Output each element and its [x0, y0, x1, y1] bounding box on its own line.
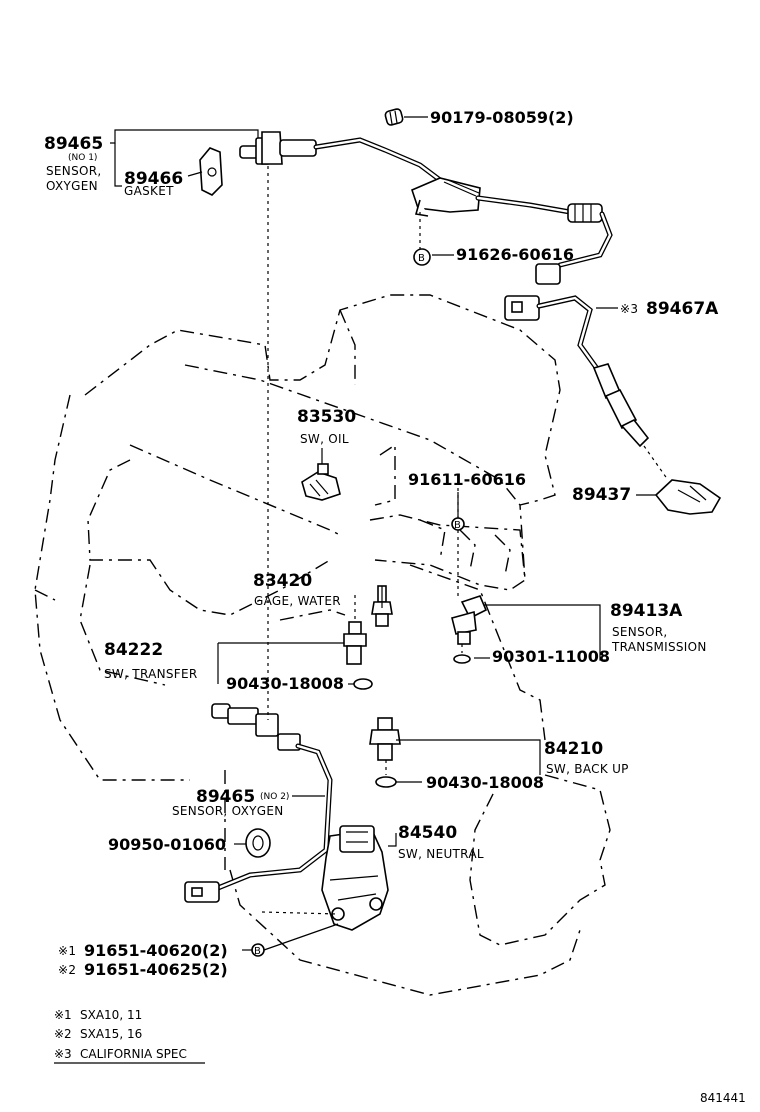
neutral-switch-84540[interactable] — [321, 825, 389, 931]
figure-id: 841441 — [700, 1091, 746, 1105]
part-desc-84222: SW, TRANSFER — [104, 667, 198, 681]
part-desc-89465-2: SENSOR, OXYGEN — [172, 804, 284, 818]
badge-b-mid: B — [454, 520, 461, 531]
part-number-89467a[interactable]: 89467A — [646, 299, 719, 319]
part-number-90179[interactable]: 90179-08059(2) — [430, 108, 574, 127]
engine-outline — [34, 294, 611, 996]
badge-b-top: B — [418, 253, 425, 264]
part-number-84210[interactable]: 84210 — [544, 739, 603, 759]
grommet-90950[interactable] — [245, 828, 271, 858]
part-number-84222[interactable]: 84222 — [104, 640, 163, 660]
alignment-lines — [261, 166, 669, 915]
part-number-83530[interactable]: 83530 — [297, 407, 356, 427]
gasket-89466[interactable] — [199, 147, 223, 196]
part-number-90430-b[interactable]: 90430-18008 — [426, 773, 544, 792]
transfer-switch-84222[interactable] — [343, 621, 373, 690]
part-number-90950[interactable]: 90950-01060 — [108, 835, 226, 854]
part-number-89465-1[interactable]: 89465 — [44, 134, 103, 154]
part-number-91651-2[interactable]: 91651-40625(2) — [84, 960, 228, 979]
part-desc-89466: GASKET — [124, 184, 174, 198]
part-desc-84210: SW, BACK UP — [546, 762, 629, 776]
footnote-text-3: CALIFORNIA SPEC — [80, 1047, 187, 1061]
part-number-84540[interactable]: 84540 — [398, 823, 457, 843]
footnote-mark-1: ※1 — [54, 1008, 72, 1022]
backup-switch-84210[interactable] — [369, 717, 401, 788]
oxygen-sensor-89467a[interactable] — [504, 295, 650, 448]
part-desc-84540: SW, NEUTRAL — [398, 847, 484, 861]
part-number-90301[interactable]: 90301-11008 — [492, 647, 610, 666]
oxygen-sensor-2[interactable] — [184, 703, 333, 903]
part-desc-89465-1b: OXYGEN — [46, 179, 98, 193]
footnote-mark-2: ※2 — [54, 1027, 72, 1041]
part-desc-89465-1a: SENSOR, — [46, 164, 102, 178]
part-sub-89465-2: (NO 2) — [260, 792, 289, 802]
part-number-91651-1[interactable]: 91651-40620(2) — [84, 941, 228, 960]
gasket-89437[interactable] — [654, 479, 722, 515]
footnote-text-1: SXA10, 11 — [80, 1008, 142, 1022]
labels: 89465 (NO 1) SENSOR, OXYGEN 89466 GASKET… — [44, 108, 746, 1105]
oxygen-sensor-1[interactable] — [239, 131, 443, 183]
footnote-mark-3: ※3 — [54, 1047, 72, 1061]
part-number-83420[interactable]: 83420 — [253, 571, 312, 591]
badge-b-bottom: B — [254, 946, 261, 957]
part-desc-89413a-1: SENSOR, — [612, 625, 668, 639]
clip-90179[interactable] — [384, 108, 404, 126]
note-mark-91651-1: ※1 — [58, 944, 76, 958]
leader-lines — [110, 116, 656, 957]
part-desc-83530: SW, OIL — [300, 432, 349, 446]
footnote-text-2: SXA15, 16 — [80, 1027, 142, 1041]
oil-switch-83530[interactable] — [301, 463, 341, 501]
part-number-90430-a[interactable]: 90430-18008 — [226, 674, 344, 693]
part-desc-89413a-2: TRANSMISSION — [611, 640, 707, 654]
part-number-91611[interactable]: 91611-60616 — [408, 470, 526, 489]
part-number-89466[interactable]: 89466 — [124, 169, 183, 189]
sensor-connector-bracket[interactable] — [411, 177, 613, 285]
part-number-89437[interactable]: 89437 — [572, 485, 631, 505]
transmission-sensor-89413a[interactable] — [451, 595, 488, 664]
part-number-91626[interactable]: 91626-60616 — [456, 245, 574, 264]
part-number-89465-2[interactable]: 89465 — [196, 787, 255, 807]
part-sub-89465-1: (NO 1) — [68, 153, 97, 163]
part-desc-83420: GAGE, WATER — [254, 594, 341, 608]
note-mark-89467a: ※3 — [620, 302, 638, 316]
part-number-89413a[interactable]: 89413A — [610, 601, 683, 621]
note-mark-91651-2: ※2 — [58, 963, 76, 977]
